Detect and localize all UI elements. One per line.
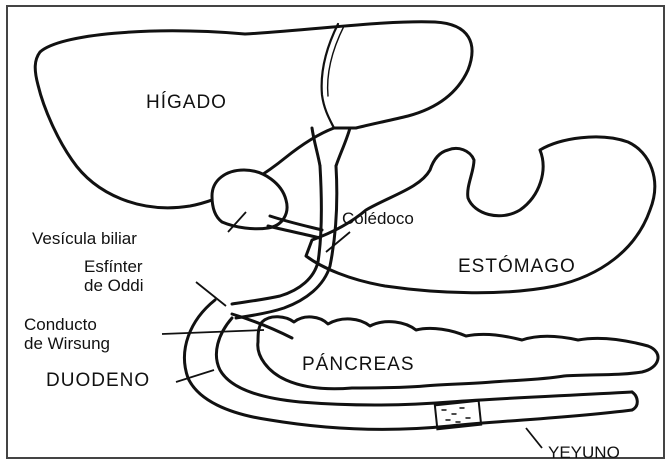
jejunum-end	[632, 392, 637, 410]
jejunum-stipple	[442, 408, 470, 422]
label-pancreas: PÁNCREAS	[302, 354, 415, 375]
pancreas-shape	[258, 317, 658, 389]
gallbladder-shape	[212, 170, 287, 229]
label-sphincter-line1: Esfínter	[84, 257, 143, 276]
label-wirsung-line2: de Wirsung	[24, 334, 110, 353]
label-bile-duct: Colédoco	[342, 209, 414, 228]
label-wirsung-line1: Conducto	[24, 315, 97, 334]
leader-wirsung	[162, 330, 264, 334]
label-stomach: ESTÓMAGO	[458, 255, 576, 277]
leader-duodenum	[176, 370, 214, 382]
label-jejunum: YEYUNO	[548, 443, 620, 462]
label-gallbladder: Vesícula biliar	[32, 229, 137, 248]
label-sphincter-line2: de Oddi	[84, 276, 144, 295]
hepatic-duct-right	[336, 128, 350, 166]
label-duodenum: DUODENO	[46, 370, 150, 391]
label-liver: HÍGADO	[146, 92, 227, 113]
cystic-duct	[268, 216, 322, 238]
leader-jejunum	[526, 428, 542, 448]
